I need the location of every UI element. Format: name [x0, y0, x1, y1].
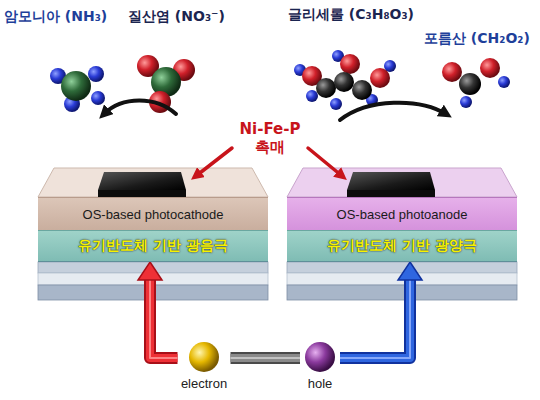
catalyst-block — [98, 190, 186, 197]
chemical-label: 암모니아 (NH₃) — [4, 8, 107, 26]
ammonia-molecule — [50, 66, 105, 112]
ammonia-molecule — [88, 66, 104, 82]
photocathode-stack — [38, 168, 268, 300]
tube-stroke — [340, 278, 410, 358]
tube-stroke — [150, 278, 178, 358]
connector-tube — [231, 358, 301, 359]
callout-arrow — [196, 148, 232, 176]
formic-acid-molecule — [480, 58, 500, 78]
catalyst-block — [347, 190, 435, 197]
tube-stroke — [231, 357, 301, 359]
glycerol-molecule — [330, 98, 342, 110]
glycerol-molecule — [306, 90, 318, 102]
callout-arrow — [308, 148, 342, 176]
catalyst-block — [98, 172, 186, 190]
photoanode-stack — [287, 262, 517, 273]
formic-acid-molecule — [460, 96, 472, 108]
photoanode-stack — [287, 168, 517, 300]
connector-tube — [138, 262, 178, 358]
arrow-head — [398, 262, 422, 280]
nitrate-molecule — [137, 55, 195, 113]
chemical-label: 글리세롤 (C₃H₈O₃) — [288, 6, 414, 24]
semiconductor-band: 유기반도체 기반 광양극 — [287, 230, 517, 262]
arrow-head — [138, 262, 162, 280]
node-label: 유기반도체 기반 광양극 — [327, 237, 477, 255]
semiconductor-band: 유기반도체 기반 광음극 — [38, 230, 268, 262]
glycerol-molecule — [352, 80, 372, 100]
tube-stroke — [150, 278, 178, 358]
ammonia-molecule — [91, 91, 105, 105]
tube-stroke — [340, 278, 410, 358]
glycerol-molecule — [334, 72, 354, 92]
formic-acid-molecule — [442, 62, 462, 82]
photoanode-stack — [287, 168, 517, 197]
chemical-label: 질산염 (NO₃⁻) — [128, 8, 225, 26]
chemical-label: 포름산 (CH₂O₂) — [424, 30, 530, 48]
node-label: electron — [181, 376, 227, 391]
reaction-arrow — [104, 101, 176, 115]
electron-sphere: electron — [178, 341, 231, 391]
catalyst-block — [98, 172, 435, 197]
tube-stroke — [231, 354, 301, 362]
node-label: OS-based photocathode — [83, 207, 224, 222]
reaction-arrow — [340, 103, 446, 120]
photocathode-stack — [38, 168, 268, 197]
photoanode-layer: OS-based photoanode — [287, 197, 517, 230]
hole-sphere: hole — [300, 341, 340, 391]
node-label: hole — [308, 376, 333, 391]
node-label: OS-based photoanode — [337, 207, 468, 222]
sphere-ball — [189, 342, 219, 372]
node-label: 유기반도체 기반 광음극 — [78, 237, 228, 255]
glycerol-molecule — [294, 50, 396, 110]
glycerol-molecule — [340, 54, 360, 74]
connector-tube — [340, 262, 422, 358]
sphere-shape — [188, 341, 220, 373]
reaction-arrow — [104, 101, 446, 121]
catalyst-block — [347, 172, 435, 190]
formic-acid-molecule — [459, 73, 481, 95]
photocathode-layer: OS-based photocathode — [38, 197, 268, 230]
formic-acid-molecule — [498, 76, 510, 88]
callout-label: Ni-Fe-P 촉매 — [234, 120, 306, 156]
tube-stroke — [340, 278, 410, 358]
formic-acid-molecule — [442, 58, 510, 108]
photoanode-stack — [287, 285, 517, 300]
glycerol-molecule — [370, 68, 390, 88]
ammonia-molecule — [61, 71, 91, 101]
glycerol-molecule — [316, 78, 336, 98]
tube-stroke — [231, 352, 301, 364]
sphere-shape — [304, 341, 336, 373]
tube-stroke — [150, 278, 178, 358]
sphere-ball — [305, 342, 335, 372]
